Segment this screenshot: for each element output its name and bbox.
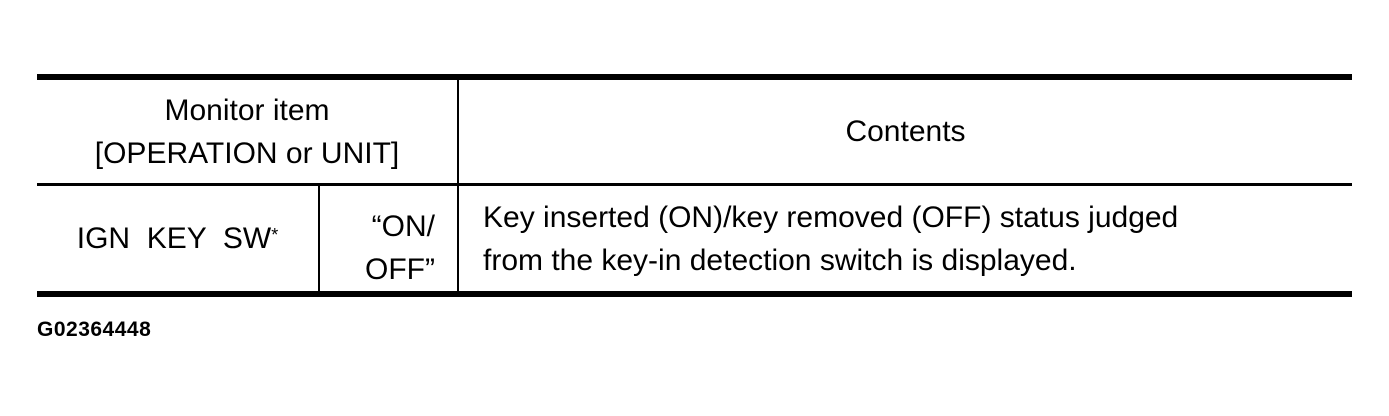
table-bottom-rule xyxy=(37,291,1352,297)
column-divider xyxy=(457,80,459,291)
header-monitor-line1: Monitor item xyxy=(164,93,330,127)
row-contents-cell: Key inserted (ON)/key removed (OFF) stat… xyxy=(483,186,1343,291)
row-item-cell: IGN KEY SW* xyxy=(37,186,318,291)
header-contents: Contents xyxy=(459,80,1352,183)
row-item-label: IGN KEY SW xyxy=(76,222,272,255)
table-top-rule xyxy=(37,74,1352,80)
header-monitor-item: Monitor item [OPERATION or UNIT] xyxy=(37,80,457,183)
row-contents-line1: Key inserted (ON)/key removed (OFF) stat… xyxy=(483,200,1179,234)
header-contents-label: Contents xyxy=(845,115,966,148)
row-value-line1: “ON/ xyxy=(371,210,435,243)
monitor-item-table: Monitor item [OPERATION or UNIT] Content… xyxy=(37,74,1352,298)
subcolumn-divider xyxy=(318,186,320,291)
row-value-line2: OFF” xyxy=(365,253,435,286)
header-monitor-line2: [OPERATION or UNIT] xyxy=(94,136,400,170)
header-divider-rule xyxy=(37,183,1352,186)
figure-code-caption: G02364448 xyxy=(37,318,152,341)
row-contents-line2: from the key-in detection switch is disp… xyxy=(483,243,1077,277)
row-value-cell: “ON/ OFF” xyxy=(320,186,457,291)
